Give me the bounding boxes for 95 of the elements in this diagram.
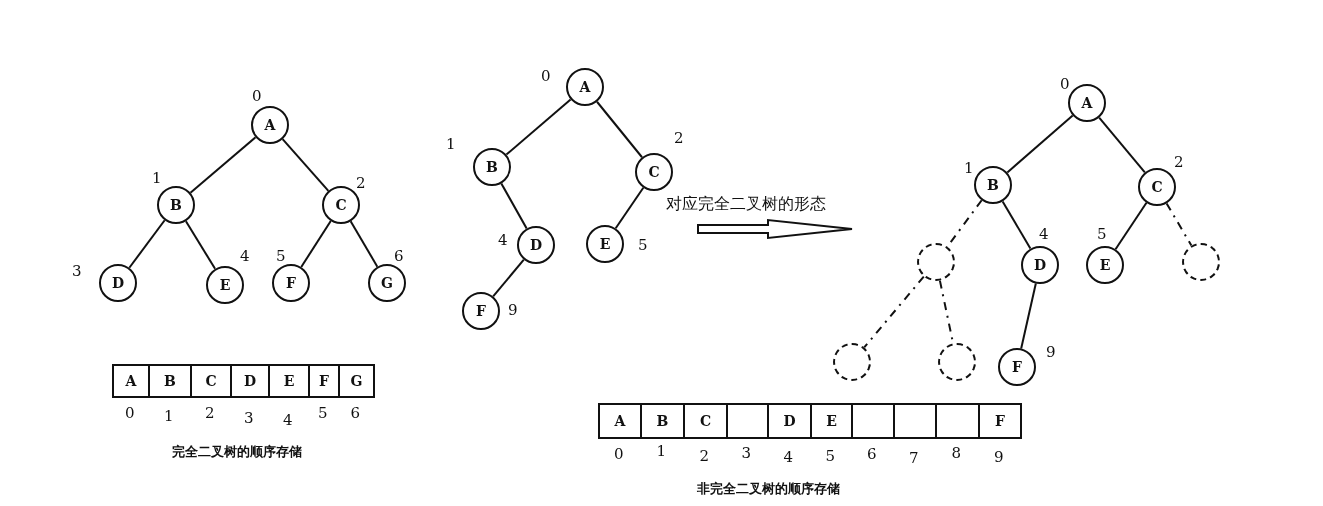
index-number: 1 xyxy=(152,170,162,186)
index-number: 9 xyxy=(994,449,1004,465)
index-number: 2 xyxy=(205,405,215,421)
dashed-tree-edge xyxy=(1165,202,1193,247)
array-cell xyxy=(726,403,769,439)
index-number: 4 xyxy=(283,412,293,428)
array-cell xyxy=(851,403,895,439)
tree-node: F xyxy=(272,264,310,302)
tree-node: C xyxy=(1138,168,1176,206)
index-number: 6 xyxy=(867,446,877,462)
index-number: 5 xyxy=(318,405,328,421)
dashed-tree-edge xyxy=(863,275,925,349)
tree-node: C xyxy=(635,153,673,191)
tree-edge xyxy=(349,220,379,268)
index-number: 1 xyxy=(964,160,974,176)
index-number: 2 xyxy=(1174,154,1184,170)
tree-edge xyxy=(300,220,332,268)
array-cell: G xyxy=(338,364,375,398)
tree-node: B xyxy=(157,186,195,224)
tree-edge xyxy=(595,100,644,159)
tree-node: F xyxy=(462,292,500,330)
tree-edge xyxy=(1001,200,1032,250)
index-number: 0 xyxy=(125,405,135,421)
tree-edge xyxy=(184,220,217,270)
array-cell: D xyxy=(767,403,812,439)
array-cell xyxy=(893,403,937,439)
index-number: 1 xyxy=(656,443,667,459)
index-number: 3 xyxy=(741,445,752,461)
tree-edge xyxy=(128,219,166,269)
tree-node: B xyxy=(974,166,1012,204)
index-number: 4 xyxy=(498,232,508,248)
index-number: 5 xyxy=(825,448,836,464)
index-number: 3 xyxy=(244,410,254,426)
caption: 完全二叉树的顺序存储 xyxy=(172,443,302,461)
tree-node: E xyxy=(206,266,244,304)
index-number: 4 xyxy=(783,449,794,465)
tree-edge xyxy=(281,138,330,192)
tree-edge xyxy=(1020,282,1037,350)
tree-node: B xyxy=(473,148,511,186)
caption: 非完全二叉树的顺序存储 xyxy=(697,480,840,498)
tree-edge xyxy=(614,186,645,230)
index-number: 7 xyxy=(909,450,919,466)
tree-node: E xyxy=(586,225,624,263)
tree-edge xyxy=(189,136,257,194)
tree-edge xyxy=(492,258,525,298)
index-number: 0 xyxy=(252,88,262,104)
index-number: 3 xyxy=(72,263,82,279)
empty-node-circle xyxy=(1182,243,1220,281)
tree-node: G xyxy=(368,264,406,302)
tree-node: D xyxy=(1021,246,1059,284)
array-cell: C xyxy=(190,364,232,398)
index-number: 5 xyxy=(1097,226,1107,242)
array-cell: F xyxy=(308,364,340,398)
index-number: 9 xyxy=(508,302,518,318)
array-cell: C xyxy=(683,403,728,439)
array-cell: D xyxy=(230,364,270,398)
array-cell: A xyxy=(598,403,642,439)
index-number: 1 xyxy=(446,136,456,152)
empty-node-circle xyxy=(833,343,871,381)
array-cell: B xyxy=(640,403,685,439)
index-number: 6 xyxy=(350,405,361,421)
tree-edge xyxy=(1114,201,1148,251)
empty-node-circle xyxy=(938,343,976,381)
index-number: 1 xyxy=(164,408,174,424)
tree-node: A xyxy=(566,68,604,106)
index-number: 6 xyxy=(394,248,404,264)
index-number: 5 xyxy=(276,248,286,264)
index-number: 5 xyxy=(638,237,648,253)
index-number: 9 xyxy=(1046,344,1056,360)
array-cell: A xyxy=(112,364,150,398)
tree-node: E xyxy=(1086,246,1124,284)
index-number: 2 xyxy=(699,448,710,464)
index-number: 0 xyxy=(614,446,624,462)
index-number: 0 xyxy=(541,68,551,84)
array-cell: E xyxy=(810,403,853,439)
arrow-label: 对应完全二叉树的形态 xyxy=(666,194,826,215)
tree-node: F xyxy=(998,348,1036,386)
tree-node: D xyxy=(99,264,137,302)
tree-edge xyxy=(505,98,572,156)
tree-edge xyxy=(1006,114,1074,174)
index-number: 4 xyxy=(1039,226,1049,242)
tree-node: A xyxy=(1068,84,1106,122)
tree-node: A xyxy=(251,106,289,144)
tree-edge xyxy=(500,182,528,230)
tree-node: D xyxy=(517,226,555,264)
array-cell: B xyxy=(148,364,192,398)
index-number: 8 xyxy=(951,445,962,461)
tree-edge xyxy=(1098,116,1146,174)
array-cell: F xyxy=(978,403,1022,439)
empty-node-circle xyxy=(917,243,955,281)
index-number: 0 xyxy=(1060,76,1070,92)
array-cell: E xyxy=(268,364,310,398)
array-cell xyxy=(935,403,980,439)
index-number: 2 xyxy=(674,130,684,146)
index-number: 4 xyxy=(240,248,250,264)
